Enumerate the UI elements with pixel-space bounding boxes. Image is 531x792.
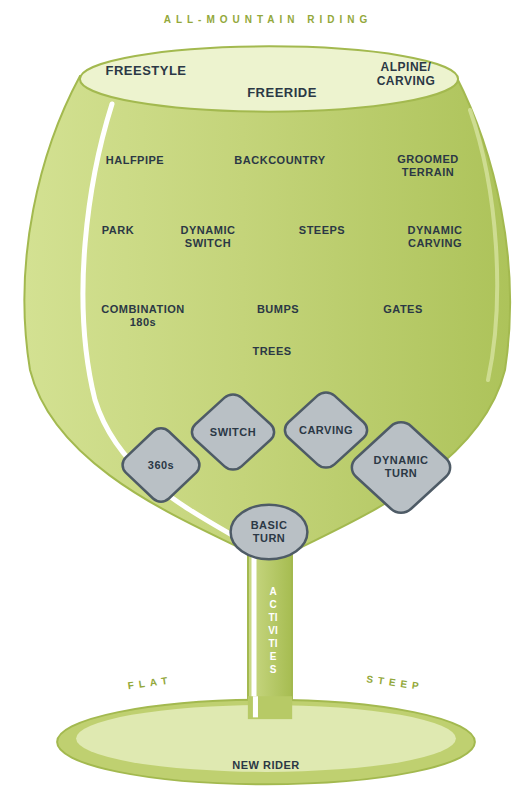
stem-label: ACTIVITIES — [268, 585, 278, 676]
node-text: SWITCH — [210, 426, 256, 439]
terrain-label: GATES — [383, 303, 423, 316]
arc-heading: ALL-MOUNTAIN RIDING — [164, 14, 373, 26]
terrain-label: DYNAMIC SWITCH — [168, 224, 248, 249]
skill-diamond: DYNAMIC TURN — [346, 417, 456, 518]
terrain-label: PARK — [102, 224, 134, 237]
skill-diamond: SWITCH — [187, 390, 279, 474]
node-text: 360s — [148, 459, 174, 472]
terrain-label: COMBINATION 180s — [93, 303, 193, 328]
oval-shape — [231, 505, 308, 560]
axis-label: STEEP — [366, 673, 425, 692]
terrain-label: TREES — [252, 345, 291, 358]
diamond-shape — [118, 424, 204, 506]
diamond-shape — [187, 390, 279, 474]
terrain-label: HALFPIPE — [106, 154, 164, 167]
skill-diamond: 360s — [118, 424, 204, 506]
node-text: FREERIDE — [247, 86, 317, 101]
basic-turn-oval: BASIC TURN — [229, 503, 309, 561]
glass-bowl — [24, 76, 510, 705]
node-text: DYNAMIC TURN — [370, 454, 432, 479]
diamond-shape — [346, 416, 456, 517]
terrain-label: BACKCOUNTRY — [234, 154, 325, 167]
base-outline — [55, 698, 477, 786]
node-text: CARVING — [299, 424, 353, 437]
axis-label: FLAT — [127, 674, 173, 692]
node-text: NEW RIDER — [232, 759, 299, 772]
terrain-label: BUMPS — [257, 303, 299, 316]
stem-foot — [248, 696, 292, 719]
terrain-label: DYNAMIC CARVING — [395, 224, 475, 249]
rim-shape — [80, 46, 458, 111]
terrain-label: STEEPS — [299, 224, 345, 237]
glass-reflection — [470, 110, 497, 380]
terrain-label: GROOMED TERRAIN — [388, 153, 468, 178]
glass-base: NEW RIDER — [55, 698, 477, 786]
node-text: FREESTYLE — [105, 64, 186, 79]
node-text: ALPINE/ CARVING — [366, 61, 446, 89]
node-text: BASIC TURN — [244, 519, 294, 544]
stem-foot-highlight — [253, 696, 258, 717]
top-rim-ellipse: FREESTYLE FREERIDE ALPINE/ CARVING — [78, 45, 460, 113]
